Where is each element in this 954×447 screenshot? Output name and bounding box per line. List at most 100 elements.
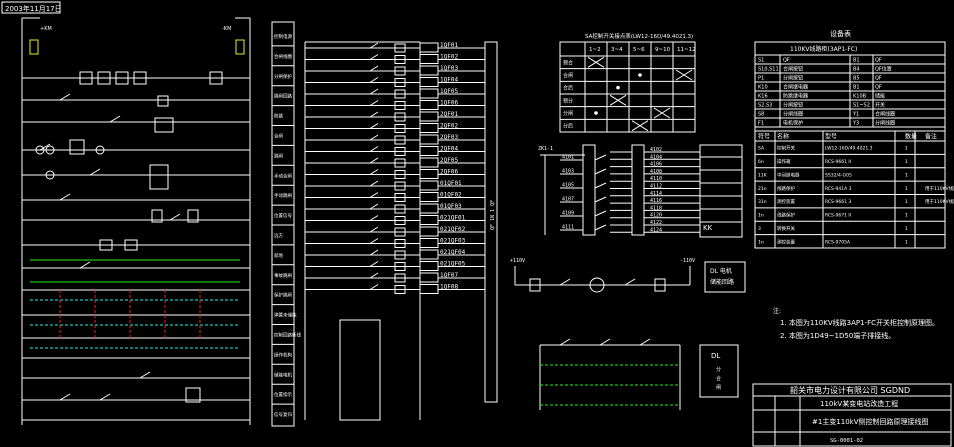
equip-upper-cell: Y1 bbox=[852, 112, 859, 118]
ctrl-function-label: 跳闸 bbox=[274, 152, 283, 159]
equip-upper-cell: 合闸按钮 bbox=[783, 66, 803, 73]
date-stamp-frame bbox=[1, 1, 61, 14]
equip-upper-cell: K16 bbox=[758, 94, 768, 100]
equip-upper-cell: K10B bbox=[853, 94, 867, 100]
terminal-left-label: 4111 bbox=[562, 225, 574, 231]
equip-lower-cell: LW12-16D/49.4021.3 bbox=[825, 146, 873, 152]
equip-table-subtitle: 110KV线路柜(3AP1-FC) bbox=[790, 45, 857, 53]
drawing-title: #1主变110kV侧控制回路原理接线图 bbox=[812, 417, 929, 426]
terminal-label: 1QF05 bbox=[440, 88, 458, 95]
equip-lower-cell: 1n bbox=[758, 239, 764, 245]
terminal-label: 01QF01 bbox=[440, 180, 462, 187]
equip-lower-cell: 中间继电器 bbox=[777, 171, 800, 178]
title-block: 韶关市电力设计有限公司 SGDND 110kV某变电站改造工程 #1主变110k… bbox=[752, 383, 952, 447]
switch-table-title: SA控制开关接点表(LW12-16D/49.4021.3) bbox=[585, 32, 693, 40]
equip-lower-cell: 测控装置 bbox=[777, 198, 795, 205]
equip-lower-cell: 1n bbox=[758, 213, 764, 219]
terminal-right-label: 4114 bbox=[650, 191, 662, 197]
switch-row-header: 预合 bbox=[563, 59, 573, 66]
equip-upper-cell: F1 bbox=[758, 121, 764, 127]
equip-lower-cell: 线路保护 bbox=[777, 185, 795, 192]
equip-lower-cell: 测控装置 bbox=[777, 238, 795, 245]
terminal-left-label: 4103 bbox=[562, 169, 574, 175]
equip-upper-cell: 合闸继电器 bbox=[783, 84, 808, 91]
dl-closing-label: DL bbox=[711, 352, 720, 360]
equip-upper-cell: B1 bbox=[853, 58, 860, 64]
ctrl-function-label: 位置指示 bbox=[274, 391, 292, 398]
switch-col-header: 1~2 bbox=[589, 47, 601, 53]
ctrl-function-label: 手动合闸 bbox=[274, 172, 292, 179]
equip-upper-cell: QF bbox=[875, 85, 882, 91]
terminal-label: 2QF06 bbox=[440, 169, 458, 176]
terminal-label: 1QF07 bbox=[440, 272, 458, 279]
terminal-label: 1QF03 bbox=[440, 65, 458, 72]
equip-upper-cell: QF bbox=[875, 58, 882, 64]
motor-circuit: +110V -110V DL 电机 储能回路 bbox=[510, 258, 746, 293]
terminal-right-label: 4104 bbox=[650, 154, 662, 160]
equip-lower-cell: 1 bbox=[905, 239, 908, 245]
equip-lower-cell: RCS-9671 II bbox=[825, 213, 851, 219]
equip-lower-cell: RCS-9661 II bbox=[825, 159, 851, 165]
equip-header-cell: 备注 bbox=[925, 133, 937, 141]
equip-lower-cell: 21n bbox=[758, 186, 767, 192]
equip-lower-cell: 操作箱 bbox=[777, 158, 791, 165]
equip-lower-cell: 1 bbox=[905, 186, 908, 192]
close-open-circuit: DL 分 合 闸 bbox=[539, 338, 739, 410]
switch-col-header: 3~4 bbox=[611, 47, 623, 53]
terminal-right-label: 4102 bbox=[650, 147, 662, 153]
equip-upper-cell: S1~S2 bbox=[853, 103, 870, 109]
equip-upper-cell: 分闸线圈 bbox=[783, 111, 803, 118]
svg-text:+KM: +KM bbox=[40, 26, 52, 32]
ctrl-function-label: 合闸线圈 bbox=[274, 53, 292, 60]
svg-text:QF 1N 1 QF: QF 1N 1 QF bbox=[490, 200, 496, 230]
terminal-label: 021QF03 bbox=[440, 238, 466, 245]
terminal-left-label: 4107 bbox=[562, 197, 574, 203]
terminal-label: 1QF08 bbox=[440, 284, 458, 291]
svg-text:ZK1-1: ZK1-1 bbox=[538, 146, 553, 152]
ctrl-function-label: 防跳 bbox=[274, 113, 283, 120]
equip-lower-cell: 1 bbox=[905, 172, 908, 178]
control-circuit-section: +KM -KM bbox=[21, 17, 251, 425]
equip-lower-cell: 6n bbox=[758, 159, 764, 165]
company-name: 韶关市电力设计有限公司 SGDND bbox=[790, 385, 910, 395]
equip-upper-cell: S1 bbox=[758, 58, 764, 64]
equip-upper-cell: 储能 bbox=[875, 93, 885, 100]
equip-lower-cell: 1 bbox=[905, 146, 908, 152]
terminal-right-label: 4106 bbox=[650, 162, 662, 168]
terminal-label: 2QF05 bbox=[440, 157, 458, 164]
terminal-block-section: ZK1-1 KK 4101410341054107410941114102410… bbox=[538, 144, 743, 238]
control-function-labels: 控制电源合闸线圈分闸保护跳闸回路防跳合闸跳闸手动合闸手动跳闸位置信号远方就地事故… bbox=[271, 21, 301, 427]
terminal-label: 021QF05 bbox=[440, 261, 466, 268]
pos-voltage-label: +110V bbox=[510, 258, 525, 264]
dl-closing-sub3: 闸 bbox=[716, 384, 721, 391]
equip-table-title: 设备表 bbox=[830, 29, 851, 38]
terminal-right-label: 4120 bbox=[650, 213, 662, 219]
terminal-label: 01QF03 bbox=[440, 203, 462, 210]
note-line-2: 2. 本图为1D49~1D50端子排接线。 bbox=[780, 331, 895, 340]
equip-lower-cell: RCS-9705A bbox=[825, 239, 851, 245]
equip-header-cell: 数量 bbox=[905, 133, 917, 141]
svg-text:KK: KK bbox=[703, 224, 713, 232]
terminal-wiring-section: QF 1N 1 QF 1QF011QF021QF031QF041QF051QF0… bbox=[304, 41, 498, 421]
switch-col-header: 5~6 bbox=[633, 47, 645, 53]
terminal-left-label: 4101 bbox=[562, 155, 574, 161]
terminal-label: 2QF03 bbox=[440, 134, 458, 141]
ctrl-function-label: 操作机构 bbox=[274, 351, 292, 358]
terminal-label: 2QF04 bbox=[440, 146, 458, 153]
equip-upper-cell: 防跳继电器 bbox=[783, 93, 808, 100]
dl-motor-box bbox=[704, 261, 746, 293]
terminal-right-label: 4112 bbox=[650, 184, 662, 190]
terminal-right-label: 4108 bbox=[650, 169, 662, 175]
ctrl-function-label: 跳闸回路 bbox=[274, 93, 292, 100]
terminal-label: 1QF04 bbox=[440, 77, 458, 84]
equip-header-cell: 型号 bbox=[825, 133, 837, 141]
equip-upper-cell: 分闸线圈 bbox=[875, 120, 895, 127]
equip-lower-cell: 11K bbox=[758, 172, 768, 178]
equip-lower-cell: 1 bbox=[905, 213, 908, 219]
equip-lower-cell: RCS-941A 3 bbox=[825, 186, 852, 192]
ctrl-function-label: 保护跳闸 bbox=[274, 292, 292, 299]
dl-closing-sub2: 合 bbox=[716, 375, 721, 382]
dl-motor-sub: 储能回路 bbox=[710, 278, 734, 286]
equip-upper-cell: B4 bbox=[853, 67, 860, 73]
